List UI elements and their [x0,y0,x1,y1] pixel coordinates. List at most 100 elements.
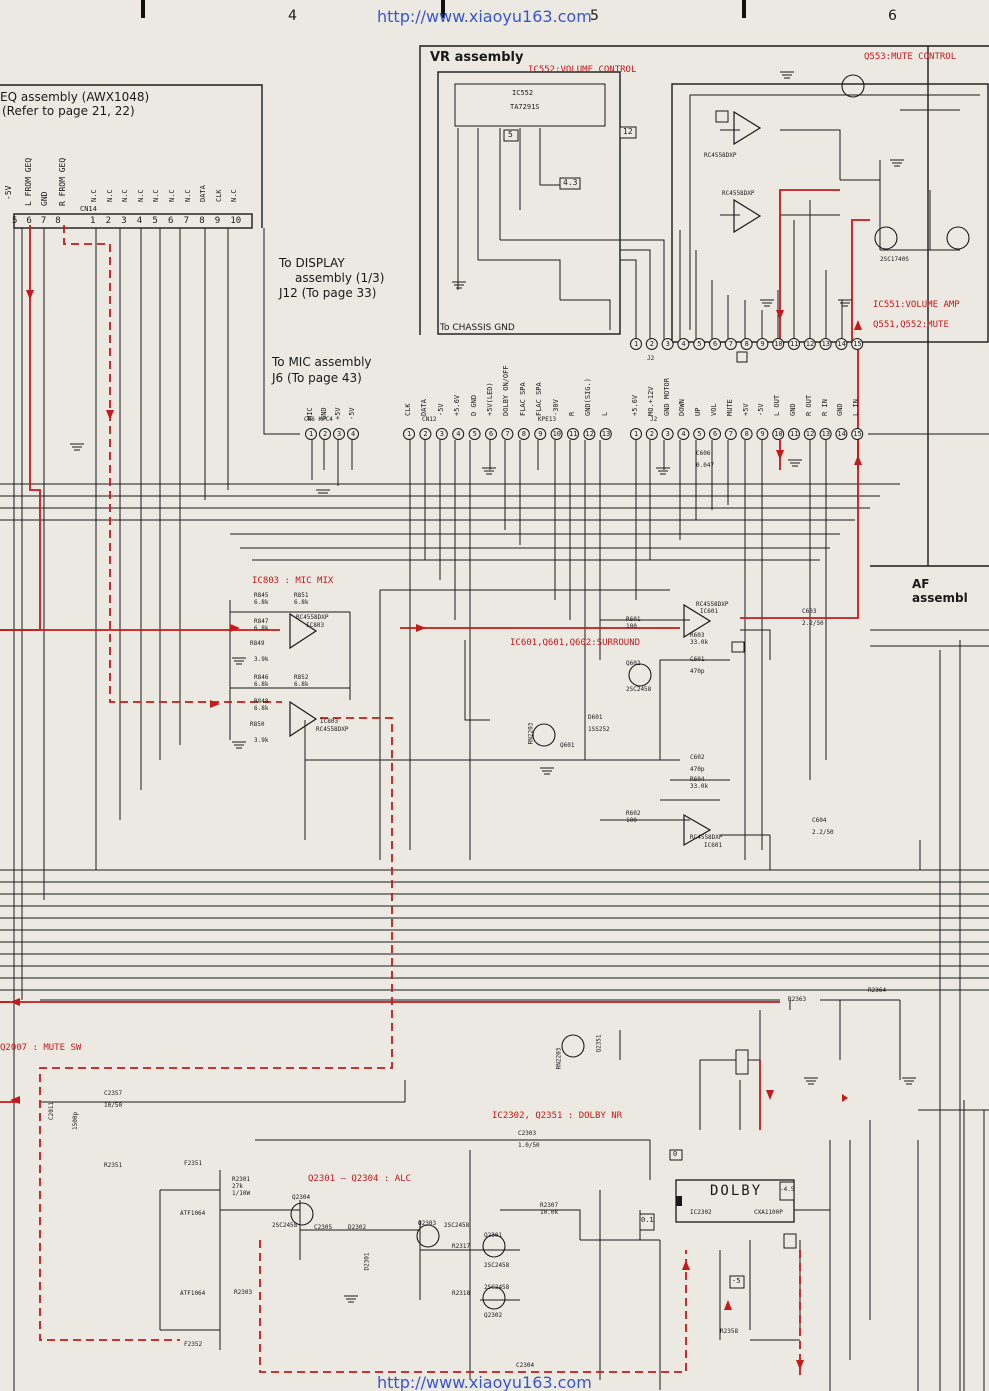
j2-pin-number: 7 [728,430,734,438]
j2-top-pin-number: 5 [697,340,702,348]
cn12-pin-1 [403,428,415,440]
dolby-box-0: 0 [673,1150,678,1158]
ic601-b: IC601 [704,842,723,849]
source-url-bottom[interactable]: http://www.xiaoyu163.com [377,1373,592,1391]
signal-paths [0,189,870,1130]
ic552-part: IC552 [512,89,534,97]
cn14-pin-number: 1 [90,216,96,226]
c604: C604 [812,817,827,824]
dolby-ic-label: IC2302 [690,1209,712,1216]
eq-left-pin-labels: -5V L FROM GEQ GND R FROM GEQ [0,140,80,212]
j2-pin-label: GND MOTOR [662,378,671,416]
j2-pin-11 [788,428,800,440]
c602: C602 [690,754,705,761]
dolby-nr-label: IC2302, Q2351 : DOLBY NR [492,1111,623,1121]
j2-top-pin-number: 13 [821,340,831,348]
chassis-gnd-label: To CHASSIS GND [440,323,515,333]
cn12-pin-12 [583,428,596,440]
cn12-pin-number: 12 [585,430,594,438]
j2-pin-number: 8 [744,430,749,438]
c606-value: 0.047 [696,462,715,469]
mute-sw-label: Q2007 : MUTE SW [0,1043,82,1053]
dolby-box-01: 0.1 [641,1216,654,1224]
c603-value: 2.2/50 [802,620,824,627]
r847: R847 [254,618,269,625]
cn12-pin-label: -30V [551,399,560,416]
j2-top-pin-number: 10 [774,340,783,348]
j2-top-pin-number: 11 [790,340,799,348]
r2303-label: R2303 [234,1289,253,1296]
cn14-pin-label: N.C [168,189,176,202]
cn14-pin-number: 9 [214,216,221,226]
mic-mix-type-b: RC4558DXP [316,726,349,733]
c2303-value: 1.0/50 [518,1142,540,1149]
r850-value-label: 3.9k [254,737,269,744]
r604-value: 33.0k [690,783,709,790]
j2-top-pin-number: 14 [837,340,846,348]
r845: R845 [254,592,269,599]
cn6-pin-label: +5V [334,407,342,420]
c2011: C2011 [48,1101,55,1120]
j2-pin-label: -5V [757,403,766,416]
cn12-pin-6 [485,428,497,440]
j2-pin-13 [819,428,832,440]
r846-value: 6.8k [254,681,269,688]
cn12-pin-8 [517,428,530,440]
j2-pin-number: 9 [760,430,765,438]
source-url-top[interactable]: http://www.xiaoyu163.com [377,7,592,26]
wire-bundle [0,83,989,1391]
cn12-pin-5 [468,428,481,440]
eq-pin-number: 5 [12,216,27,226]
c604-value: 2.2/50 [812,829,834,836]
eq-pin-label: GND [40,191,49,206]
cn12-pin-label: DATA [420,399,429,416]
j2-pin-label: MUTE [725,399,734,416]
vr-assembly-title: VR assembly [430,50,524,65]
dolby-chip-text: DOLBY [710,1183,763,1199]
f2352-label: F2352 [184,1341,203,1348]
surround-label: IC601,Q601,Q602:SURROUND [510,638,641,648]
j2-pin-7 [724,428,737,440]
cn12-pin-number: 1 [407,430,412,438]
r601: R601 [626,616,641,623]
cn12-pin-number: 7 [505,430,510,438]
ic601-type-b: RC4558DXP [690,834,723,841]
cn12-pin-number: 4 [456,430,461,438]
ic551-type-1: RC4558DXP [704,152,737,159]
j2-pin-15 [851,428,864,440]
cn14-pin-label: N.C [152,189,161,202]
cn12-pin-label: FLAC SPA [518,382,527,416]
j2-pin-label: L IN [852,399,861,416]
q602-type-label: 2SC2458 [626,686,652,693]
cn12-sub: KPE13 [538,416,557,423]
eq-pin-label: -5V [4,185,13,200]
c2304-label: C2304 [516,1362,535,1369]
mic-mix-label: IC803 : MIC MIX [252,576,334,586]
mic-ref-line1: To MIC assembly [272,355,372,369]
cn14-pin-label: DATA [199,185,208,202]
dashed-signal-paths [39,225,801,1380]
cn12-pin-number: 3 [439,430,445,438]
j2-top-pin-number: 4 [681,340,686,348]
d601: D601 [588,714,603,721]
cn12-pin-3 [435,428,448,440]
j2-pin-14 [835,428,848,440]
r850-label: R850 [250,721,265,728]
ground-symbols [70,71,916,1303]
cn12-pin-label: L [600,411,609,416]
r603-value: 33.0k [690,639,709,646]
ic551-amp-label: IC551:VOLUME AMP [873,300,960,310]
d2301-label: D2301 [363,1252,371,1271]
dolby-chip-body [675,1179,795,1223]
j2-top-pin-15 [851,338,864,350]
dolby-box-45: -4.5 [780,1186,795,1193]
cn12-pin-label: +5.6V [453,394,462,416]
cn14-label: CN14 [80,205,97,213]
r848-value: 6.8k [254,705,269,712]
q2302-type-label: 2SC2458 [484,1284,510,1291]
j2-top-pin-5 [693,338,706,350]
